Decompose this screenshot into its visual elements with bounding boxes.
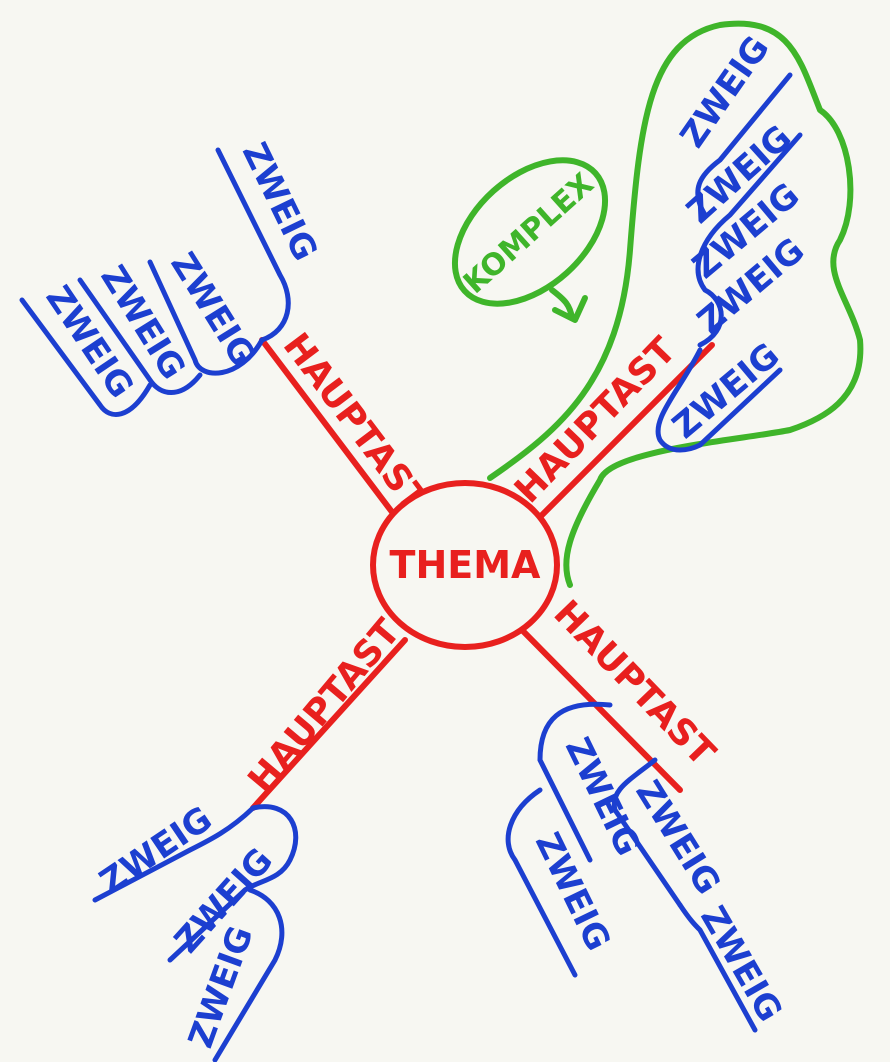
sub-branch-line bbox=[677, 902, 758, 1033]
main-branch-label-nw: HAUPTAST bbox=[275, 326, 436, 521]
sub-branch-line bbox=[611, 757, 683, 908]
sub-branch-label: ZWEIG bbox=[234, 136, 325, 267]
sub-branch-line bbox=[19, 297, 153, 417]
sub-branch-line bbox=[537, 701, 613, 863]
main-branch-line-ne bbox=[529, 342, 715, 528]
sub-branch-line bbox=[695, 72, 793, 218]
sub-branch-line bbox=[695, 132, 803, 348]
sub-branch-line bbox=[655, 347, 783, 453]
main-branch-label-sw: HAUPTAST bbox=[240, 611, 408, 801]
sub-branch-line bbox=[215, 147, 291, 343]
sub-branch-line bbox=[167, 804, 299, 963]
sub-branch-line bbox=[92, 805, 256, 903]
sub-branch-label: ZWEIG bbox=[93, 799, 220, 903]
complex-bubble bbox=[451, 157, 609, 307]
sub-branch-line bbox=[212, 887, 285, 1062]
main-branch-line-sw bbox=[250, 637, 408, 811]
center-label: THEMA bbox=[390, 543, 541, 587]
complex-arrow bbox=[549, 287, 588, 323]
sub-branch-label: ZWEIG bbox=[665, 335, 787, 447]
sub-branches-sw: ZWEIG ZWEIG ZWEIG bbox=[92, 799, 299, 1062]
complex-label: KOMPLEX bbox=[457, 167, 601, 301]
sub-branch-line bbox=[147, 259, 265, 376]
center-node: THEMA bbox=[370, 480, 560, 650]
sub-branch-line bbox=[505, 787, 578, 978]
sub-branches-nw: ZWEIG ZWEIG ZWEIG ZWEIG bbox=[19, 136, 325, 417]
sub-branch-line bbox=[77, 277, 203, 395]
center-circle bbox=[370, 480, 560, 650]
main-branch-line-nw bbox=[259, 337, 395, 515]
sub-branches-ne: ZWEIG ZWEIG ZWEIG ZWEIG ZWEIG bbox=[655, 29, 812, 453]
sub-branches-se: ZWEIG ZWEIG ZWEIG ZWEIG bbox=[505, 701, 790, 1033]
